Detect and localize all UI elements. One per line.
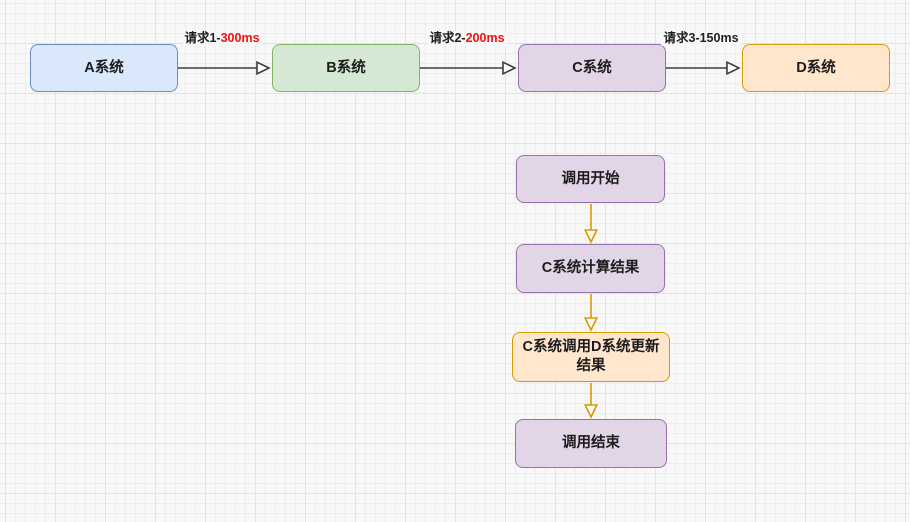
request-name: 请求3- [663, 31, 700, 45]
open-arrowhead-icon [502, 60, 517, 76]
open-arrowhead-icon [583, 317, 599, 332]
open-arrowhead-icon [256, 60, 271, 76]
node-label: A系统 [84, 59, 124, 76]
edge-label-request-1: 请求1-300ms [182, 31, 262, 46]
open-arrowhead-icon [726, 60, 741, 76]
open-arrowhead-icon [583, 229, 599, 244]
node-c-call-d-update[interactable]: C系统调用D系统更新结果 [512, 332, 670, 382]
node-call-end[interactable]: 调用结束 [515, 419, 667, 468]
node-label: C系统 [572, 59, 612, 76]
node-label: D系统 [796, 59, 836, 76]
node-call-start[interactable]: 调用开始 [516, 155, 665, 203]
node-system-d[interactable]: D系统 [742, 44, 890, 92]
edge-label-request-2: 请求2-200ms [427, 31, 507, 46]
node-label: 调用开始 [561, 170, 620, 187]
edge-request-3[interactable] [666, 60, 741, 76]
edge-callflow-2[interactable] [583, 294, 599, 332]
node-system-c[interactable]: C系统 [518, 44, 666, 92]
node-c-compute-result[interactable]: C系统计算结果 [516, 244, 665, 293]
node-system-b[interactable]: B系统 [272, 44, 420, 92]
node-label: C系统计算结果 [541, 260, 640, 277]
edge-request-2[interactable] [420, 60, 517, 76]
edge-request-1[interactable] [178, 60, 271, 76]
request-duration: 150ms [699, 31, 739, 45]
request-duration: 300ms [220, 31, 260, 45]
edge-callflow-3[interactable] [583, 383, 599, 419]
edge-callflow-1[interactable] [583, 204, 599, 244]
request-duration: 200ms [465, 31, 505, 45]
open-arrowhead-icon [583, 404, 599, 419]
node-label: C系统调用D系统更新结果 [522, 339, 660, 374]
request-name: 请求2- [429, 31, 466, 45]
node-label: B系统 [326, 59, 366, 76]
request-name: 请求1- [184, 31, 221, 45]
edge-label-request-3: 请求3-150ms [661, 31, 741, 46]
node-system-a[interactable]: A系统 [30, 44, 178, 92]
node-label: 调用结束 [562, 435, 620, 452]
